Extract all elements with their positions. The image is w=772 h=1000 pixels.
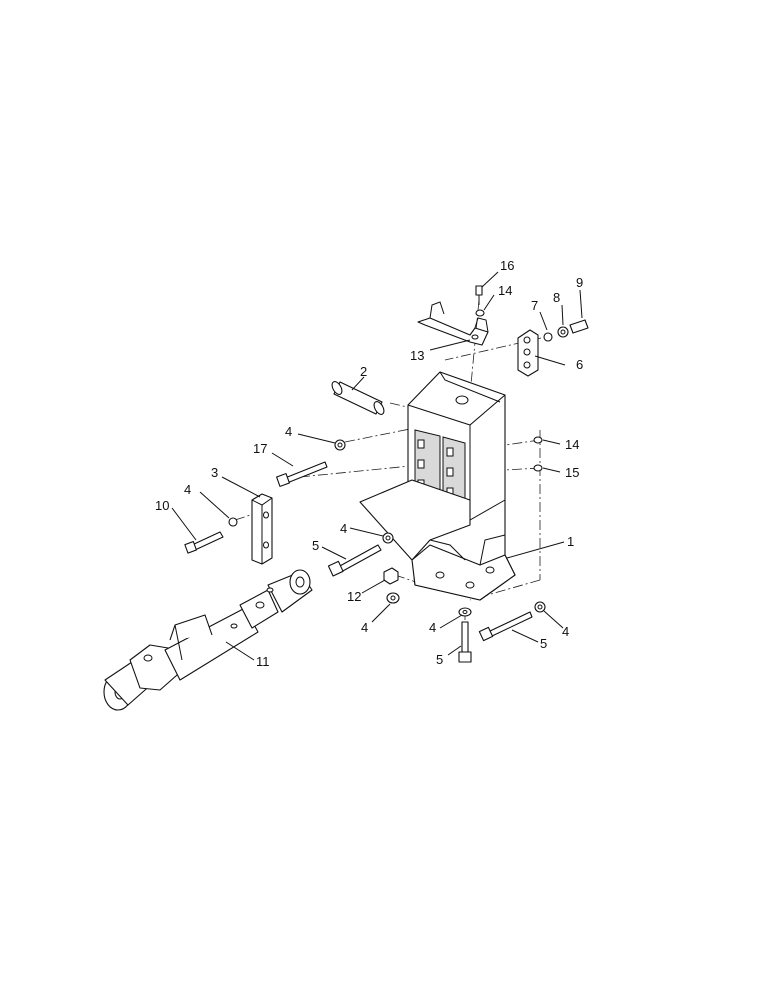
callout-9: 9	[576, 275, 583, 290]
callout-4-c: 4	[340, 521, 347, 536]
bolt-part-5-c	[478, 611, 533, 642]
callout-1: 1	[567, 534, 574, 549]
washer-part-4-d	[386, 592, 400, 604]
callout-12: 12	[347, 589, 361, 604]
callout-5-a: 5	[312, 538, 319, 553]
link-plate-part-6	[517, 329, 539, 377]
callout-7: 7	[531, 298, 538, 313]
washer-part-4-b	[228, 517, 238, 527]
callout-4-f: 4	[562, 624, 569, 639]
screw-part-9	[569, 319, 589, 334]
callout-4-a: 4	[285, 424, 292, 439]
bolt-part-10	[184, 531, 224, 554]
turnbuckle-link-part-11	[103, 569, 313, 711]
callout-14-side: 14	[565, 437, 579, 452]
nut-part-12	[383, 567, 399, 585]
callout-11: 11	[256, 654, 270, 669]
callout-16: 16	[500, 258, 514, 273]
callout-2: 2	[360, 364, 367, 379]
callout-14-top: 14	[498, 283, 512, 298]
bolt-part-5-b	[458, 621, 472, 663]
callout-4-e: 4	[429, 620, 436, 635]
callout-labels: 16 14 9 8 7 13 6 2 4 17 14 15 3 4 10 4 1…	[155, 258, 583, 669]
callout-6: 6	[576, 357, 583, 372]
washer-part-8	[557, 326, 569, 338]
callout-10: 10	[155, 498, 169, 513]
washer-part-4-f	[534, 601, 546, 613]
callout-13: 13	[410, 348, 424, 363]
callout-8: 8	[553, 290, 560, 305]
callout-5-b: 5	[540, 636, 547, 651]
washer-part-14-side	[533, 436, 543, 444]
pin-part-2	[331, 381, 385, 415]
washer-part-14-top	[475, 309, 485, 317]
top-bracket-part-13	[417, 301, 489, 346]
callout-17: 17	[253, 441, 267, 456]
bolt-part-16	[475, 285, 483, 305]
clamp-block-part-3	[251, 493, 273, 565]
washer-part-4-e	[458, 607, 472, 617]
callout-4-d: 4	[361, 620, 368, 635]
nut-part-15	[533, 464, 543, 472]
bolt-part-17	[276, 461, 328, 487]
callout-4-b: 4	[184, 482, 191, 497]
washer-part-4-a	[334, 439, 346, 451]
callout-5-c: 5	[436, 652, 443, 667]
washer-part-4-c	[382, 532, 394, 544]
main-bracket-part-1	[359, 371, 516, 601]
bolt-part-5-a	[327, 544, 382, 577]
callout-15: 15	[565, 465, 579, 480]
spacer-part-7	[543, 332, 553, 342]
callout-3: 3	[211, 465, 218, 480]
leader-lines	[171, 271, 583, 661]
